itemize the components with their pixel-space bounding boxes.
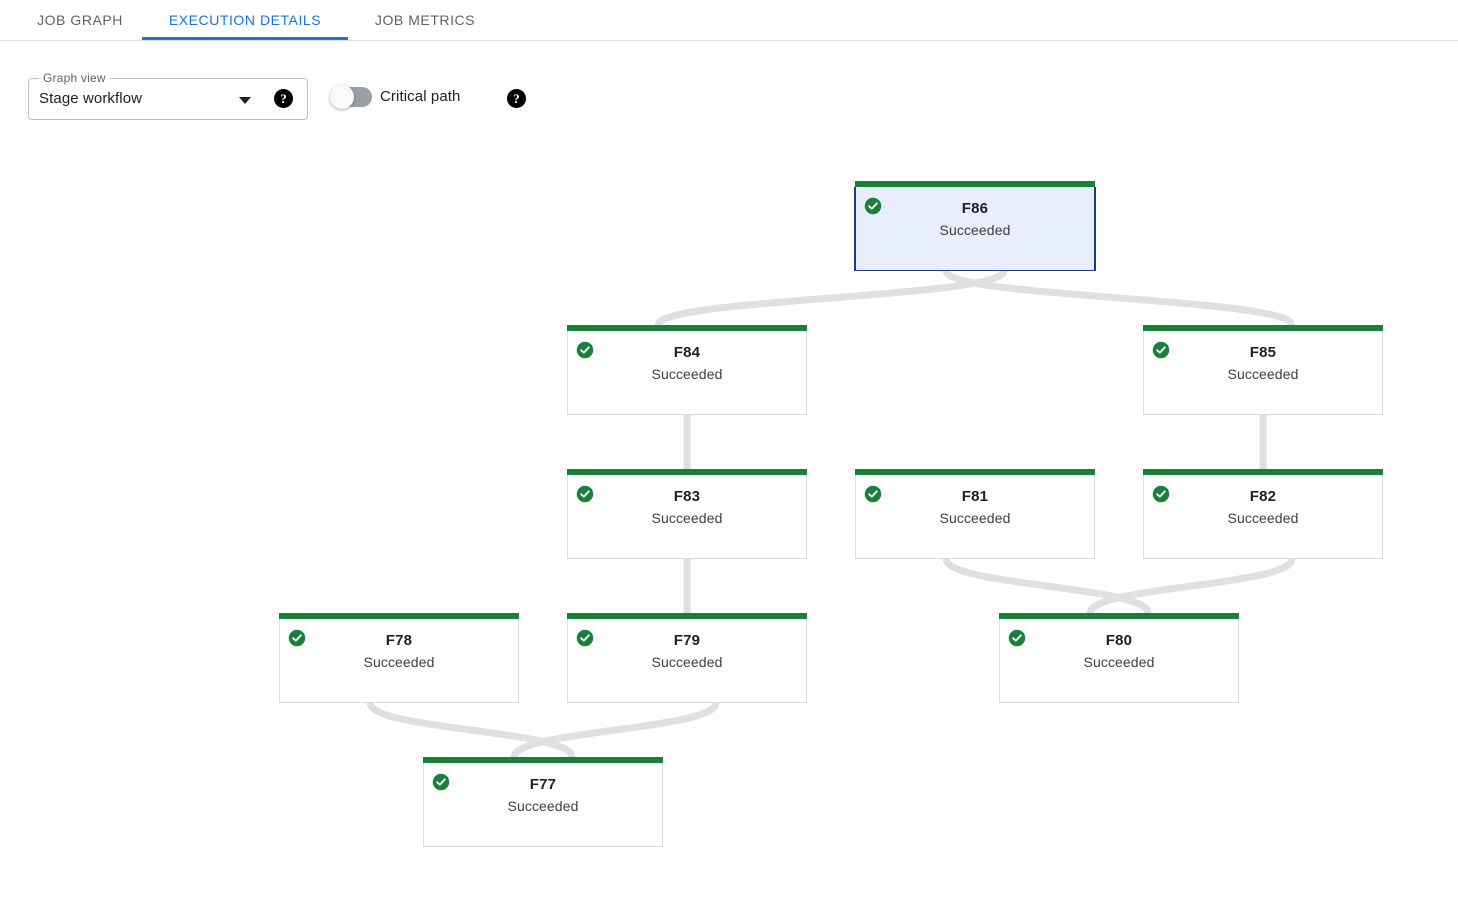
tab-label: EXECUTION DETAILS	[168, 12, 322, 28]
node-title: F82	[1249, 488, 1277, 505]
check-circle-icon	[864, 485, 882, 503]
node-status-text: Succeeded	[939, 510, 1011, 526]
edge-f79-to-f77	[510, 699, 720, 761]
check-circle-icon	[576, 341, 594, 359]
node-status-text: Succeeded	[1083, 654, 1155, 670]
node-title: F80	[1105, 632, 1133, 649]
node-title: F86	[961, 200, 989, 217]
check-circle-icon	[432, 773, 450, 791]
node-status-accent-bar	[1143, 469, 1383, 475]
node-status-accent-bar	[279, 613, 519, 619]
graph-view-field-label: Graph view	[39, 71, 110, 85]
tab-job-graph[interactable]: JOB GRAPH	[20, 0, 140, 40]
node-status-accent-bar	[999, 613, 1239, 619]
node-status-text: Succeeded	[651, 654, 723, 670]
node-status-accent-bar	[567, 613, 807, 619]
check-circle-icon	[1008, 629, 1026, 647]
check-circle-icon	[1152, 341, 1170, 359]
node-status-text: Succeeded	[1227, 510, 1299, 526]
node-status-text: Succeeded	[651, 366, 723, 382]
node-title: F85	[1249, 344, 1277, 361]
check-circle-icon	[1152, 485, 1170, 503]
node-title: F84	[673, 344, 701, 361]
node-status-accent-bar	[567, 469, 807, 475]
node-status-text: Succeeded	[507, 798, 579, 814]
chevron-down-icon[interactable]	[239, 97, 251, 104]
graph-view-help-icon[interactable]: ?	[274, 89, 293, 108]
graph-view-select[interactable]: Graph view Stage workflow	[28, 71, 308, 120]
node-title: F78	[385, 632, 413, 649]
edge-f81-to-f80	[942, 555, 1152, 617]
node-status-accent-bar	[423, 757, 663, 763]
tab-label: JOB GRAPH	[37, 12, 123, 28]
active-tab-indicator	[142, 37, 348, 40]
tab-bar: JOB GRAPH EXECUTION DETAILS JOB METRICS	[0, 0, 1458, 41]
node-status-text: Succeeded	[939, 222, 1011, 238]
node-status-text: Succeeded	[363, 654, 435, 670]
edge-f86-to-f85	[942, 267, 1296, 329]
graph-view-selected-value: Stage workflow	[39, 90, 143, 107]
critical-path-help-icon[interactable]: ?	[507, 89, 526, 108]
node-status-accent-bar	[1143, 325, 1383, 331]
edge-f78-to-f77	[366, 699, 576, 761]
node-title: F77	[529, 776, 557, 793]
edge-f82-to-f80	[1086, 555, 1296, 617]
check-circle-icon	[576, 629, 594, 647]
critical-path-toggle[interactable]	[330, 85, 372, 109]
check-circle-icon	[864, 197, 882, 215]
tab-execution-details[interactable]: EXECUTION DETAILS	[142, 0, 348, 40]
tab-label: JOB METRICS	[374, 12, 476, 28]
edge-f86-to-f84	[654, 267, 1008, 329]
graph-toolbar: Graph view Stage workflow ? Critical pat…	[0, 41, 1458, 141]
toggle-knob	[330, 85, 354, 109]
node-title: F81	[961, 488, 989, 505]
check-circle-icon	[576, 485, 594, 503]
check-circle-icon	[288, 629, 306, 647]
node-status-accent-bar	[855, 469, 1095, 475]
critical-path-label: Critical path	[380, 88, 461, 105]
tab-job-metrics[interactable]: JOB METRICS	[356, 0, 494, 40]
node-status-text: Succeeded	[1227, 366, 1299, 382]
node-status-accent-bar	[855, 181, 1095, 187]
node-title: F83	[673, 488, 701, 505]
node-title: F79	[673, 632, 701, 649]
node-status-text: Succeeded	[651, 510, 723, 526]
node-status-accent-bar	[567, 325, 807, 331]
